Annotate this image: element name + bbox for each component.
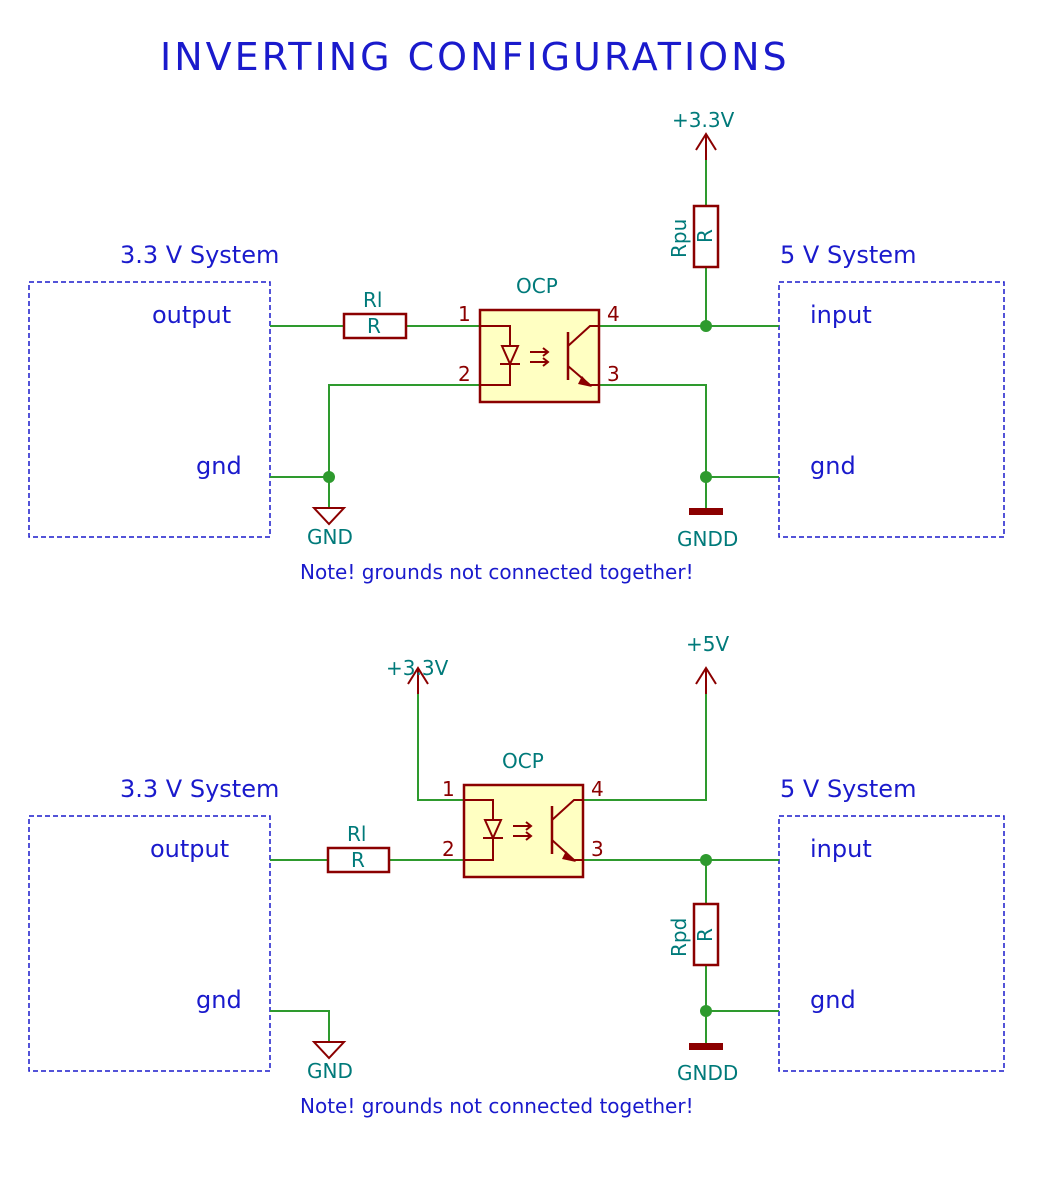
bottom-right-gnd-label: gnd	[810, 986, 856, 1014]
bottom-resistor-rl	[326, 846, 391, 874]
bottom-left-system-label: 3.3 V System	[120, 775, 279, 803]
bottom-power-left-arrow-icon	[407, 666, 429, 694]
top-optocoupler	[478, 308, 601, 404]
top-resistor-rpu	[692, 204, 720, 269]
bottom-wire-3v3-to-pin1	[417, 694, 464, 801]
top-wire-pin2-to-gnd	[328, 384, 480, 508]
bottom-power-right-arrow-icon	[695, 666, 717, 694]
bottom-wire-leftgnd	[270, 1010, 330, 1042]
bottom-right-input-label: input	[810, 835, 872, 863]
bottom-junction-input	[700, 854, 712, 866]
top-circuit: 3.3 V System output gnd 5 V System input…	[28, 108, 1005, 584]
top-opto-label: OCP	[516, 274, 558, 298]
bottom-junction-gndd	[700, 1005, 712, 1017]
top-gndd-icon	[689, 508, 723, 515]
bottom-wire-pin4-to-5v	[583, 694, 707, 801]
top-gnd-label: GND	[307, 525, 353, 549]
bottom-gnd-icon	[311, 1041, 347, 1060]
top-pin3-label: 3	[607, 362, 620, 386]
bottom-optocoupler	[462, 783, 585, 879]
top-power-arrow-icon	[695, 132, 717, 160]
top-wire-pin3-to-gndd	[599, 384, 707, 510]
bottom-right-system-box	[778, 815, 1005, 1072]
top-pin4-label: 4	[607, 302, 620, 326]
top-led-icon	[500, 345, 520, 367]
bottom-resistor-rpd	[692, 902, 720, 967]
bottom-power-left-label: +3.3V	[386, 656, 449, 680]
top-pin2-label: 2	[458, 362, 471, 386]
top-left-gnd-label: gnd	[196, 452, 242, 480]
top-light-arrows-icon	[530, 347, 550, 367]
top-note: Note! grounds not connected together!	[300, 560, 694, 584]
top-junction-gndd	[700, 471, 712, 483]
diagram-title: INVERTING CONFIGURATIONS	[160, 35, 790, 79]
bottom-note: Note! grounds not connected together!	[300, 1094, 694, 1118]
top-gnd-icon	[311, 507, 347, 526]
bottom-light-arrows-icon	[513, 821, 533, 841]
bottom-rl-ref: Rl	[347, 822, 366, 846]
top-left-output-label: output	[152, 301, 231, 329]
bottom-pin3-label: 3	[591, 837, 604, 861]
bottom-gndd-icon	[689, 1043, 723, 1050]
top-resistor-rl	[342, 312, 408, 340]
top-junction-input	[700, 320, 712, 332]
top-rpu-ref: Rpu	[667, 219, 691, 258]
bottom-gnd-label: GND	[307, 1059, 353, 1083]
bottom-rpd-ref: Rpd	[667, 918, 691, 957]
top-left-system-label: 3.3 V System	[120, 241, 279, 269]
bottom-circuit: 3.3 V System output gnd 5 V System input…	[28, 632, 1005, 1118]
bottom-rpd-value: R	[693, 928, 717, 942]
top-rl-ref: Rl	[363, 288, 382, 312]
bottom-left-output-label: output	[150, 835, 229, 863]
top-junction-gnd	[323, 471, 335, 483]
bottom-opto-label: OCP	[502, 749, 544, 773]
bottom-left-system-box	[28, 815, 271, 1072]
bottom-right-system-label: 5 V System	[780, 775, 916, 803]
bottom-pin4-label: 4	[591, 777, 604, 801]
bottom-rl-value: R	[351, 848, 365, 872]
top-right-system-label: 5 V System	[780, 241, 916, 269]
bottom-gndd-label: GNDD	[677, 1061, 738, 1085]
bottom-left-gnd-label: gnd	[196, 986, 242, 1014]
top-rpu-value: R	[693, 229, 717, 243]
top-right-system-box	[778, 281, 1005, 538]
top-gndd-label: GNDD	[677, 527, 738, 551]
bottom-led-icon	[483, 819, 503, 841]
top-right-gnd-label: gnd	[810, 452, 856, 480]
top-pin1-label: 1	[458, 302, 471, 326]
bottom-power-right-label: +5V	[686, 632, 729, 656]
top-left-system-box	[28, 281, 271, 538]
top-right-input-label: input	[810, 301, 872, 329]
bottom-pin1-label: 1	[442, 777, 455, 801]
top-power-label: +3.3V	[672, 108, 735, 132]
bottom-pin2-label: 2	[442, 837, 455, 861]
top-rl-value: R	[367, 314, 381, 338]
